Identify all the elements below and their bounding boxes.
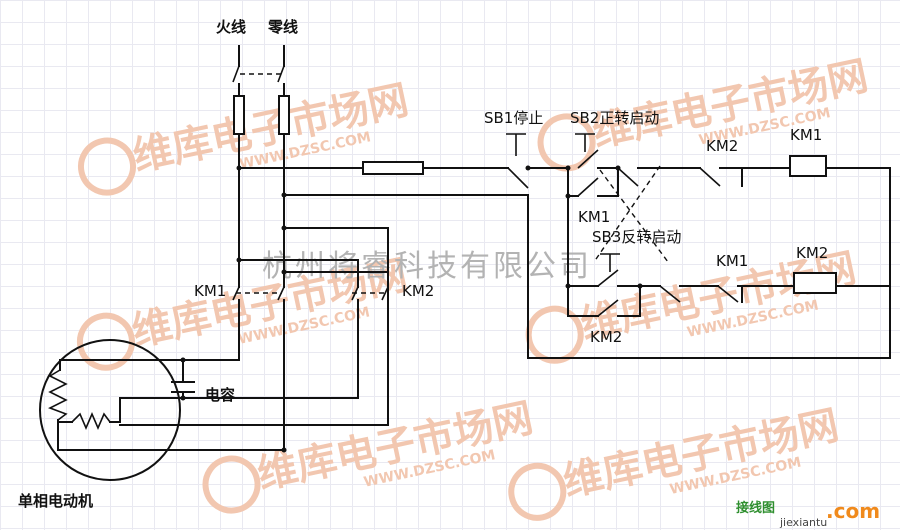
live-wire-label: 火线: [216, 18, 246, 36]
logo-cn-text: 接线图: [736, 500, 775, 516]
control-feed: [238, 161, 891, 426]
sb2-forward-label: SB2正转启动: [570, 109, 659, 127]
sb1-stop-button: [506, 133, 529, 189]
km1-power-label: KM1: [194, 282, 226, 300]
motor-assembly: [39, 339, 389, 481]
km2-interlock-label: KM2: [590, 328, 622, 346]
company-watermark: 杭州将睿科技有限公司: [262, 249, 592, 284]
brand-watermark-5: 维库电子市场网 WWW.DZSC.COM: [202, 395, 537, 514]
km1-holding-contact: [567, 167, 619, 197]
km2-coil-label: KM2: [796, 244, 828, 262]
motor-circle: [39, 339, 181, 481]
km1-coil: [789, 155, 827, 177]
neutral-wire-label: 零线: [267, 18, 298, 36]
km2-power-label: KM2: [402, 282, 434, 300]
logo-com-text: .com: [826, 499, 880, 523]
km1-coil-label: KM1: [790, 126, 822, 144]
site-logo: 接线图 .com jiexiantu: [736, 499, 880, 529]
motor-label: 单相电动机: [18, 492, 93, 510]
km1-series-label: KM1: [716, 252, 748, 270]
brand-watermark-6: 维库电子市场网 WWW.DZSC.COM: [508, 402, 843, 521]
sb2-forward-button: [527, 133, 619, 169]
brand-watermark-1: 维库电子市场网 WWW.DZSC.COM: [77, 77, 412, 196]
km2-series-label: KM2: [706, 137, 738, 155]
sb1-stop-label: SB1停止: [484, 109, 543, 127]
sb3-reverse-label: SB3反转启动: [592, 228, 681, 246]
logo-url-text: jiexiantu: [779, 516, 827, 529]
capacitor-label: 电容: [205, 386, 235, 404]
forward-row: [593, 155, 827, 263]
km1-interlock-label: KM1: [578, 208, 610, 226]
km2-coil: [793, 272, 837, 294]
